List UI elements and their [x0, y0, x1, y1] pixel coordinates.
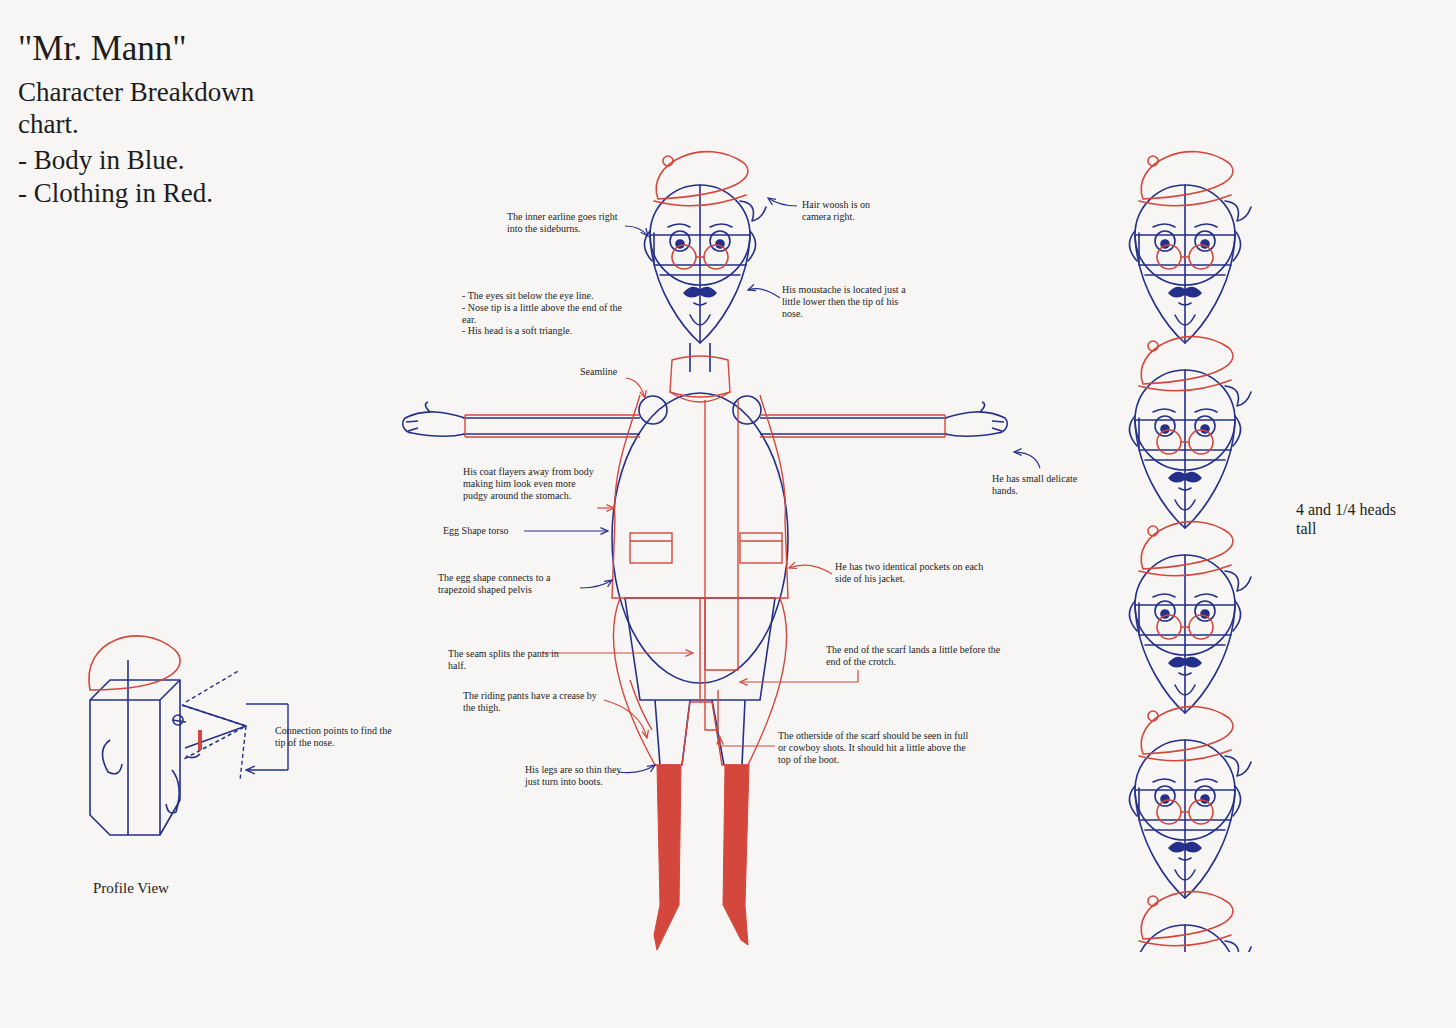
annotation: Hair woosh is on camera right. [802, 199, 897, 223]
view-label: Profile View [93, 879, 213, 897]
legend-note: - Body in Blue. [18, 144, 318, 176]
annotation: He has two identical pockets on each sid… [835, 561, 990, 585]
annotation: The riding pants have a crease by the th… [463, 690, 603, 714]
annotation: - The eyes sit below the eye line. [462, 290, 627, 302]
annotation: His moustache is located just a little l… [782, 284, 912, 320]
annotation: The seam splits the pants in half. [448, 648, 568, 672]
subtitle: Character Breakdown chart. [18, 76, 318, 141]
annotation: The egg shape connects to a trapezoid sh… [438, 572, 578, 596]
annotation: Seamline [580, 366, 640, 378]
annotation: - Nose tip is a little above the end of … [462, 302, 627, 326]
chart-title: "Mr. Mann" [18, 28, 418, 70]
annotation: Egg Shape torso [443, 525, 533, 537]
annotation: The inner earline goes right into the si… [507, 211, 625, 235]
annotation: - His head is a soft triangle. [462, 325, 627, 337]
annotation: His legs are so thin they just turn into… [525, 764, 637, 788]
annotation: The end of the scarf lands a little befo… [826, 644, 1016, 668]
annotation: Connection points to find the tip of the… [275, 725, 400, 749]
annotation: The otherside of the scarf should be see… [778, 730, 970, 766]
annotation: His coat flayers away from body making h… [463, 466, 595, 502]
annotation: He has small delicate hands. [992, 473, 1102, 497]
legend-note: - Clothing in Red. [18, 177, 318, 209]
proportion-note: 4 and 1/4 heads tall [1296, 500, 1396, 538]
